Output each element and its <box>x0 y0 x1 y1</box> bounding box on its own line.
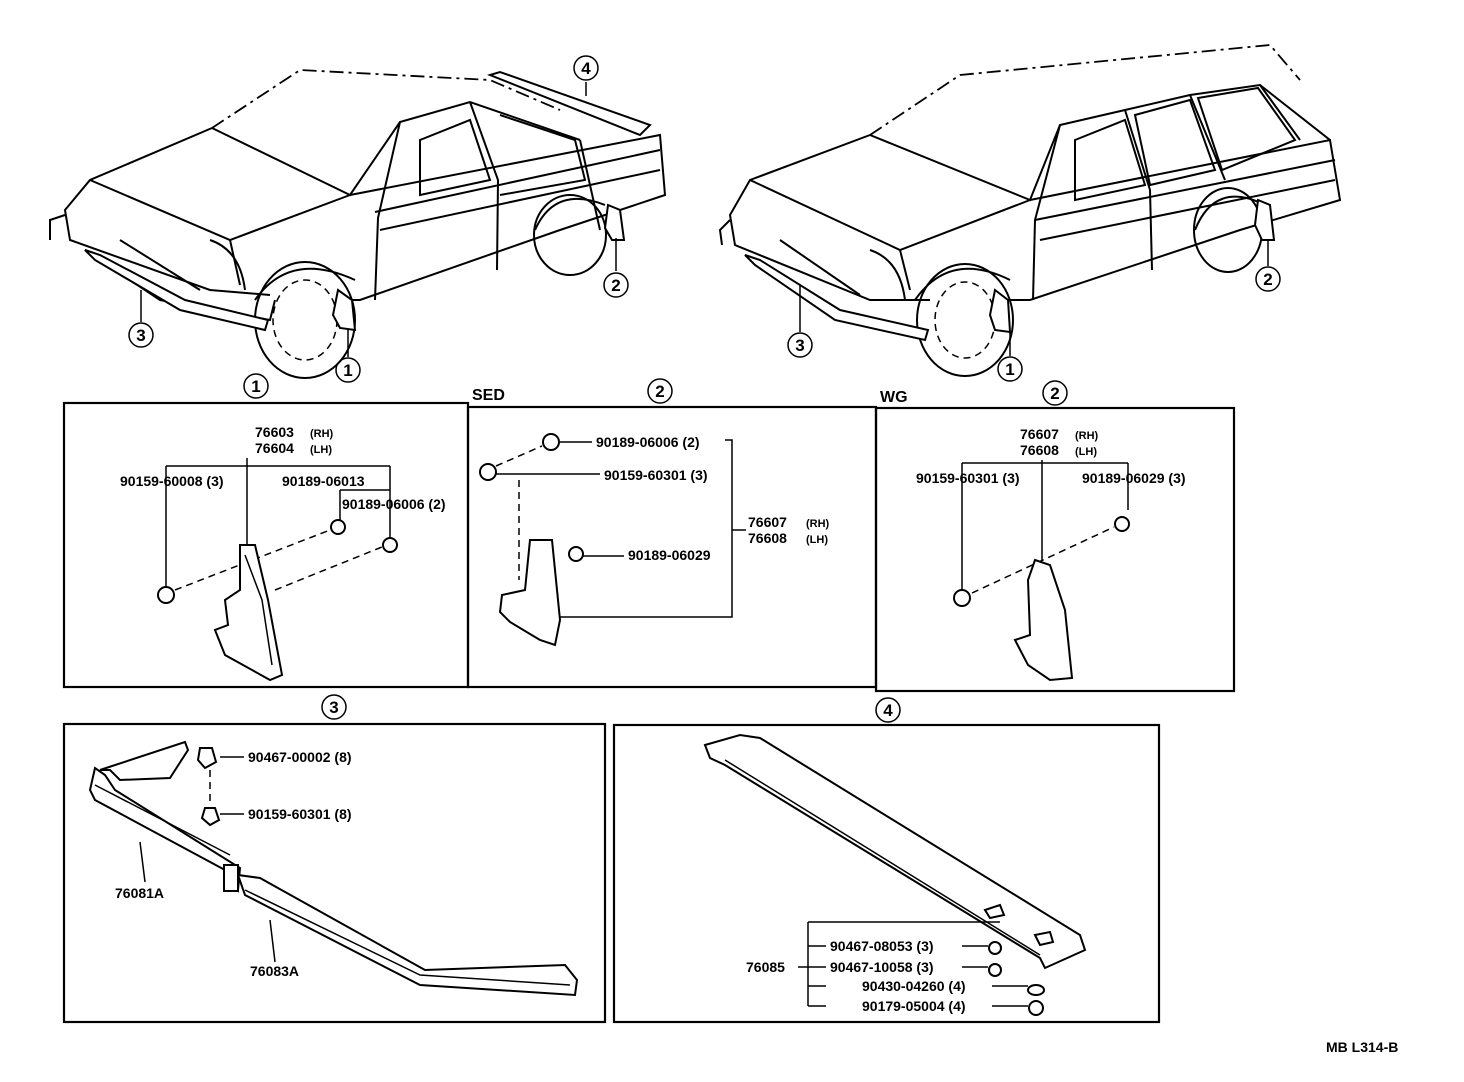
part-90189-06013: 90189-06013 <box>282 473 365 489</box>
callout-2-wg-header <box>1042 380 1068 406</box>
part-76083A: 76083A <box>250 963 299 979</box>
section-wg-label: WG <box>880 389 908 406</box>
part-90159-60301-spoiler: 90159-60301 (8) <box>248 806 352 822</box>
box-rear-mudguard-wg: 76607 (RH) 76608 (LH) 90159-60301 (3) 90… <box>874 406 1236 693</box>
part-90467-10058: 90467-10058 (3) <box>830 959 934 975</box>
callout-1-wagon <box>997 356 1023 382</box>
svg-text:(RH): (RH) <box>806 518 830 530</box>
joint-icon <box>223 864 239 892</box>
svg-text:2: 2 <box>1263 270 1272 289</box>
svg-text:(LH): (LH) <box>806 534 828 546</box>
svg-text:4: 4 <box>581 59 591 78</box>
washer-icon <box>1027 984 1045 996</box>
clip-icon <box>983 903 1006 920</box>
sedan-illustration <box>49 69 667 379</box>
nut-icon <box>196 747 218 770</box>
part-90189-06006: 90189-06006 (2) <box>342 496 446 512</box>
bolt-icon <box>200 807 221 827</box>
part-90159-60301-sed: 90159-60301 (3) <box>604 467 708 483</box>
diagram-reference: MB L314-B <box>1326 1039 1398 1055</box>
part-90179-05004: 90179-05004 (4) <box>862 998 966 1014</box>
clip-icon <box>1033 930 1055 947</box>
svg-text:3: 3 <box>136 326 145 345</box>
callout-3-header <box>321 694 347 720</box>
callout-2-sed-header <box>647 378 673 404</box>
svg-text:1: 1 <box>343 361 352 380</box>
svg-text:3: 3 <box>329 698 338 717</box>
bolt-icon <box>479 463 497 481</box>
clip-icon <box>568 546 584 562</box>
part-90467-00002: 90467-00002 (8) <box>248 749 352 765</box>
svg-text:3: 3 <box>795 336 804 355</box>
svg-text:(RH): (RH) <box>310 428 334 440</box>
bolt-icon <box>953 589 971 607</box>
svg-text:2: 2 <box>611 276 620 295</box>
callout-3-wagon <box>787 332 813 358</box>
clip-icon <box>542 433 560 451</box>
wagon-illustration <box>718 44 1342 377</box>
part-90159-60301-wg: 90159-60301 (3) <box>916 470 1020 486</box>
part-90189-06006-sed: 90189-06006 (2) <box>596 434 700 450</box>
callout-2-wagon <box>1255 266 1281 292</box>
svg-text:(RH): (RH) <box>1075 430 1099 442</box>
section-sed-label: SED <box>472 387 505 404</box>
box-front-mudguard-sed: 76603 (RH) 76604 (LH) 90159-60008 (3) 90… <box>62 401 470 689</box>
part-90189-06029-sed: 90189-06029 <box>628 547 711 563</box>
clip-icon <box>330 519 346 535</box>
sedan-callouts: 4 2 1 3 <box>128 55 629 383</box>
part-90467-08053: 90467-08053 (3) <box>830 938 934 954</box>
part-76607-wg: 76607 <box>1020 426 1059 442</box>
part-76604: 76604 <box>255 440 294 456</box>
clip-icon <box>1114 516 1130 532</box>
box-rear-spoiler: 76085 90467-08053 (3) 90467-10058 (3) 90… <box>612 723 1161 1024</box>
svg-text:(LH): (LH) <box>1075 446 1097 458</box>
callout-1-header <box>243 373 269 399</box>
nut-icon <box>988 941 1002 955</box>
part-76085: 76085 <box>746 959 785 975</box>
svg-text:2: 2 <box>1050 384 1059 403</box>
nut-icon <box>988 963 1002 977</box>
box-rear-mudguard-sed: 90189-06006 (2) 90159-60301 (3) 90189-06… <box>466 405 878 689</box>
svg-text:1: 1 <box>251 377 260 396</box>
part-76608-sed: 76608 <box>748 530 787 546</box>
clip-icon <box>382 537 398 553</box>
part-76081A: 76081A <box>115 885 164 901</box>
part-90159-60008: 90159-60008 (3) <box>120 473 224 489</box>
callout-2-sedan <box>603 272 629 298</box>
callout-1-sedan <box>335 357 361 383</box>
callout-4-header <box>875 697 901 723</box>
bolt-icon <box>1028 1000 1044 1016</box>
wagon-callouts: 2 1 3 <box>787 240 1281 382</box>
svg-text:4: 4 <box>883 701 893 720</box>
part-76603: 76603 <box>255 424 294 440</box>
part-90430-04260: 90430-04260 (4) <box>862 978 966 994</box>
svg-text:(LH): (LH) <box>310 444 332 456</box>
svg-text:2: 2 <box>655 382 664 401</box>
callout-3-sedan <box>128 322 154 348</box>
svg-text:1: 1 <box>1005 360 1014 379</box>
callout-4-sedan <box>573 55 599 81</box>
bolt-icon <box>157 586 175 604</box>
part-76607-sed: 76607 <box>748 514 787 530</box>
box-front-spoiler: 90467-00002 (8) 90159-60301 (8) 76081A 7… <box>62 722 607 1024</box>
part-90189-06029-wg: 90189-06029 (3) <box>1082 470 1186 486</box>
part-76608-wg: 76608 <box>1020 442 1059 458</box>
